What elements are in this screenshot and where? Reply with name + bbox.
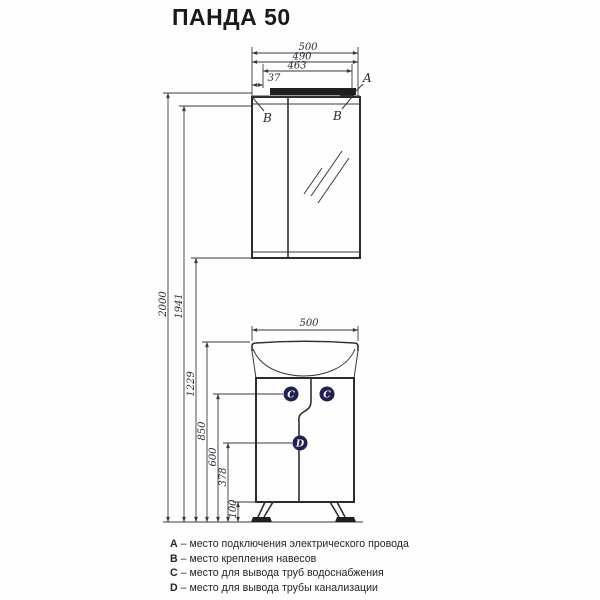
legend-text-b: – место крепления навесов xyxy=(180,552,317,565)
callout-b-right: B xyxy=(332,96,353,123)
legend-text-d: – место для вывода трубы канализации xyxy=(180,581,378,594)
vanity-dimension: 500 xyxy=(251,318,359,341)
legend: A– место подключения электрического пров… xyxy=(170,538,409,594)
legend-text-c: – место для вывода труб водоснабжения xyxy=(180,567,384,579)
dim-vanity-500: 500 xyxy=(299,318,319,329)
legend-item-b: B– место крепления навесов xyxy=(170,553,409,566)
basin-curve xyxy=(252,348,356,377)
mirror-glare-hatching xyxy=(303,150,350,204)
mirror-cabinet xyxy=(251,96,361,259)
badge-c-left: C xyxy=(283,386,299,402)
light-fixture xyxy=(252,88,360,98)
legend-item-a: A– место подключения электрического пров… xyxy=(170,538,409,551)
legend-key-a: A xyxy=(170,538,178,550)
legs xyxy=(251,501,356,522)
legend-text-a: – место подключения электрического прово… xyxy=(180,538,409,550)
dim-top-37: 37 xyxy=(268,73,281,84)
badge-c-right: C xyxy=(319,386,335,402)
dim-left-378: 378 xyxy=(218,467,229,486)
vanity-door-divider xyxy=(298,378,312,502)
callout-b-left: B xyxy=(252,97,272,125)
dim-left-1229: 1229 xyxy=(186,371,197,397)
dim-left-2000: 2000 xyxy=(158,291,169,318)
assembly-diagram: 500 490 463 37 A B B 2000 xyxy=(158,42,372,523)
dim-left-850: 850 xyxy=(197,421,208,441)
dim-left-600: 600 xyxy=(208,447,219,467)
legend-key-b: B xyxy=(170,552,178,565)
marker-d-label: D xyxy=(295,439,305,450)
marker-b-right-label: B xyxy=(332,109,342,123)
sink-counter xyxy=(251,340,359,379)
badge-d: D xyxy=(292,435,308,451)
vanity-cabinet xyxy=(255,377,355,503)
dim-left-100: 100 xyxy=(228,499,239,519)
right-foot xyxy=(335,517,356,522)
dim-top-500: 500 xyxy=(298,42,318,53)
marker-c-right-label: C xyxy=(323,390,331,401)
legend-item-d: D– место для вывода трубы канализации xyxy=(170,582,409,595)
left-dimensions: 2000 1941 1229 850 600 378 100 xyxy=(158,92,363,523)
marker-b-left-label: B xyxy=(262,111,272,125)
marker-a-label: A xyxy=(362,71,372,85)
callout-a: A xyxy=(354,71,372,93)
top-dimensions: 500 490 463 37 xyxy=(251,42,359,96)
dim-top-463: 463 xyxy=(286,61,306,72)
dim-left-1941: 1941 xyxy=(174,293,185,318)
legend-key-d: D xyxy=(170,581,178,594)
dim-top-490: 490 xyxy=(291,52,312,63)
product-title: ПАНДА 50 xyxy=(172,4,291,30)
left-foot xyxy=(251,517,272,522)
legend-item-c: C– место для вывода труб водоснабжения xyxy=(170,567,409,580)
legend-key-c: C xyxy=(170,567,178,579)
marker-c-left-label: C xyxy=(287,390,295,401)
